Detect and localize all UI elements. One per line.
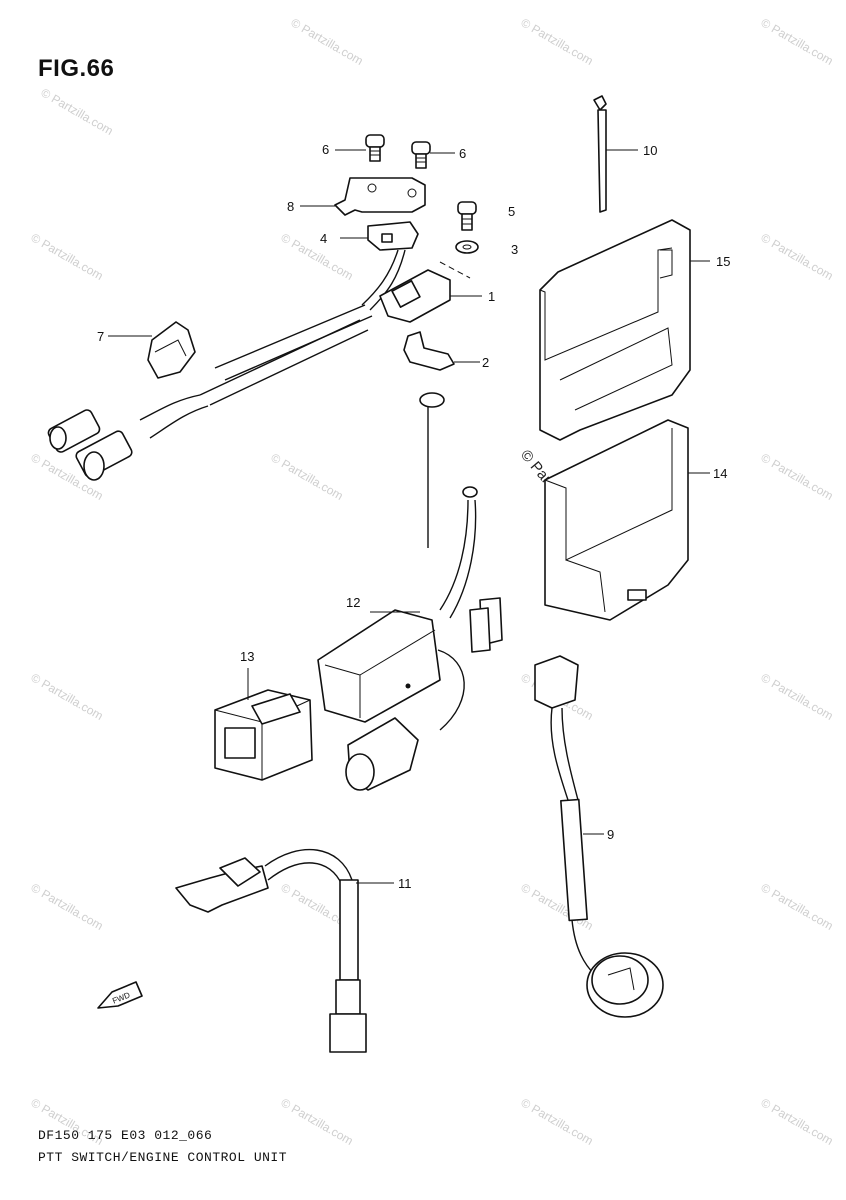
watermark: © Partzilla.com [759,15,836,68]
watermark: © Partzilla.com [289,15,366,68]
callout-12: 12 [346,595,360,610]
part-1-wiring-harness [47,249,482,481]
callout-5: 4 [320,231,327,246]
part-7-clamp [108,321,196,379]
callout-labels: 6 6 10 8 5 4 3 15 1 7 2 14 12 13 9 11 [97,142,730,891]
callout-8: 8 [287,199,294,214]
figure-title: FIG.66 [38,55,115,82]
callout-4: 5 [508,204,515,219]
part-5-ptt-switch [340,221,419,251]
watermark: © Partzilla.com [279,1095,356,1148]
part-9-switch-lead [534,655,664,1018]
watermark: © Partzilla.com [759,670,836,723]
part-10-switch-lead [175,848,394,1053]
watermark: © Partzilla.com [759,450,836,503]
part-11-cable-tie [593,95,638,213]
watermark: © Partzilla.com [519,1095,596,1148]
watermark: © Partzilla.com [269,450,346,503]
callout-3: 3 [511,242,518,257]
watermark-layer: © Partzilla.com © Partzilla.com © Partzi… [29,15,836,1148]
watermark: © Partzilla.com [519,15,596,68]
callout-2: 2 [482,355,489,370]
figure-code: DF150 175 E03 012_066 [38,1128,213,1143]
part-14-engine-control-unit [544,419,710,621]
part-8-bracket [300,177,426,216]
figure-name: PTT SWITCH/ENGINE CONTROL UNIT [38,1150,288,1165]
part-4-bolt [457,201,477,231]
part-2-clip [403,331,480,371]
part-3-washer [455,240,479,254]
callout-13: 13 [240,649,254,664]
part-13-connector-socket [214,668,313,781]
callout-1: 1 [488,289,495,304]
part-6-screw-left [335,134,385,162]
watermark: © Partzilla.com [39,85,116,138]
watermark: © Partzilla.com [29,670,106,723]
watermark: © Partzilla.com [759,880,836,933]
callout-10: 11 [398,876,412,891]
callout-7: 7 [97,329,104,344]
watermark: © Partzilla.com [29,230,106,283]
callout-15: 15 [716,254,730,269]
callout-6-left: 6 [322,142,329,157]
callout-9: 9 [607,827,614,842]
part-6-screw-right [411,141,455,169]
part-15-ecu-cover [539,219,710,441]
watermark: © Partzilla.com [759,230,836,283]
callout-14: 14 [713,466,727,481]
callout-6-right: 6 [459,146,466,161]
watermark: © Partzilla.com [759,1095,836,1148]
watermark: © Partzilla.com [29,880,106,933]
callout-11: 10 [643,143,657,158]
front-direction-arrow: FWD [97,981,143,1009]
part-12-relay [317,392,503,791]
